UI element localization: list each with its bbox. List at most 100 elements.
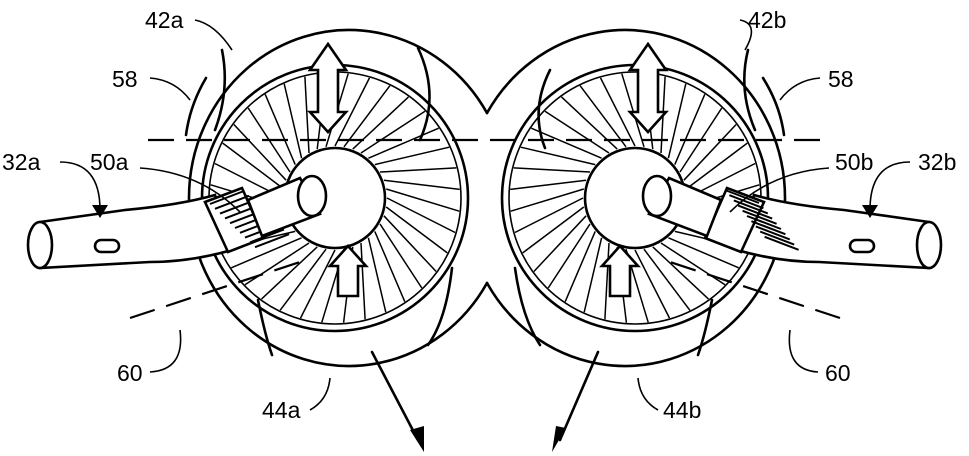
label-50b: 50b (835, 149, 873, 175)
leader-60-right (788, 329, 819, 373)
rotor-blade (299, 249, 336, 319)
coupling-thread (249, 228, 285, 244)
rotor-blade (334, 77, 371, 147)
leader-42a (194, 19, 233, 51)
leader-42b (739, 19, 753, 51)
left-lower-arrow-icon (327, 244, 369, 298)
left-fin (184, 76, 208, 137)
label-44b: 44b (663, 397, 701, 423)
right-tube-opening (915, 220, 943, 270)
label-58-left: 58 (112, 66, 138, 92)
label-50a: 50a (90, 149, 129, 175)
coupling-thread (764, 235, 799, 251)
rotor-blade (683, 123, 737, 181)
rotor-blade (374, 231, 406, 302)
rotor-blade (222, 142, 285, 190)
right-fin (761, 76, 786, 137)
rotor-blade (667, 83, 687, 159)
rotor-blade (264, 94, 296, 165)
rotor-blade (383, 179, 460, 191)
label-32a: 32a (2, 149, 41, 175)
leader-44b (637, 377, 659, 411)
rotor-blade (386, 197, 456, 234)
rotor-blade (599, 77, 636, 147)
rotor-blade (522, 206, 585, 254)
leader-lines (59, 19, 911, 411)
label-60-left: 60 (117, 360, 143, 386)
label-32b: 32b (918, 149, 956, 175)
rotor-blade (643, 248, 691, 311)
rotor-blade (383, 215, 437, 273)
leader-50a (139, 167, 241, 213)
leader-44a (309, 377, 331, 411)
rotor-blade (343, 85, 391, 148)
rotor-blade (679, 107, 723, 173)
leader-32a (59, 161, 101, 211)
label-42b: 42b (748, 7, 786, 33)
rotor-blade (668, 237, 739, 269)
rotor-blade (279, 248, 327, 311)
left-shaft-collar (296, 174, 328, 218)
right-shaft-collar (641, 174, 673, 218)
right-upper-vane (537, 68, 552, 150)
rotor-blade (360, 110, 426, 154)
rotor-blade (547, 223, 591, 289)
right-lower-arrow-icon (599, 244, 641, 298)
right-up-arrow-icon (627, 41, 669, 134)
rotor-blade (385, 188, 460, 212)
left-up-arrow-icon (307, 41, 349, 134)
left-inlet-tube (38, 193, 234, 270)
flow-arrows (307, 41, 669, 452)
rotor-blade (510, 179, 587, 191)
rotor-blade (583, 237, 603, 313)
coupling-thread (755, 225, 791, 241)
housing-outline (184, 28, 787, 368)
rotor-blade (367, 237, 387, 313)
coupling-thread (209, 190, 245, 205)
left-tube-opening (26, 220, 54, 270)
leader-60-left (149, 329, 182, 373)
rotor-blade (233, 123, 287, 181)
right-nozzle-assembly (641, 174, 943, 270)
right-inlet-tube (735, 193, 931, 270)
rotor-blade (621, 73, 645, 148)
left-tube-slot (93, 238, 121, 254)
right-lower-vane-2 (696, 298, 714, 357)
rotor-blade (385, 206, 448, 254)
section-lines (129, 138, 841, 320)
rotor-blade (247, 107, 291, 173)
coupling-thread (254, 233, 290, 249)
left-outlet-arrow (370, 350, 420, 442)
leader-58-right (779, 77, 821, 101)
rotor-blade (231, 237, 302, 269)
rotor-blade (374, 146, 450, 166)
arrow-32b-icon (862, 205, 878, 218)
coupling-thread (214, 194, 250, 210)
leader-58-left (149, 77, 191, 101)
rotor-blade (579, 85, 627, 148)
rotor-blade (379, 223, 423, 289)
left-upper-vane-2 (416, 46, 431, 142)
coupling-thread (759, 230, 795, 246)
leader-50b (729, 167, 830, 213)
rotor-blade (564, 231, 596, 302)
left-nozzle-assembly (26, 174, 328, 270)
rotor-blade (531, 127, 602, 159)
right-outlet-arrowhead-icon (552, 426, 566, 452)
label-58-right: 58 (828, 66, 854, 92)
rotor-blade (379, 167, 457, 173)
coupling-thread (724, 189, 760, 204)
rotor-blade (604, 242, 610, 320)
coupling-thread (751, 220, 786, 236)
label-44a: 44a (262, 397, 301, 423)
rotor-blade (510, 188, 585, 212)
rotor-blade (513, 167, 591, 173)
left-housing (187, 28, 489, 368)
rotor-blade (544, 110, 610, 154)
label-60-right: 60 (825, 360, 851, 386)
rotor-blade (634, 249, 671, 319)
right-lower-vane (513, 266, 542, 347)
rotor-blade (685, 142, 748, 190)
rotor-blade (520, 146, 596, 166)
